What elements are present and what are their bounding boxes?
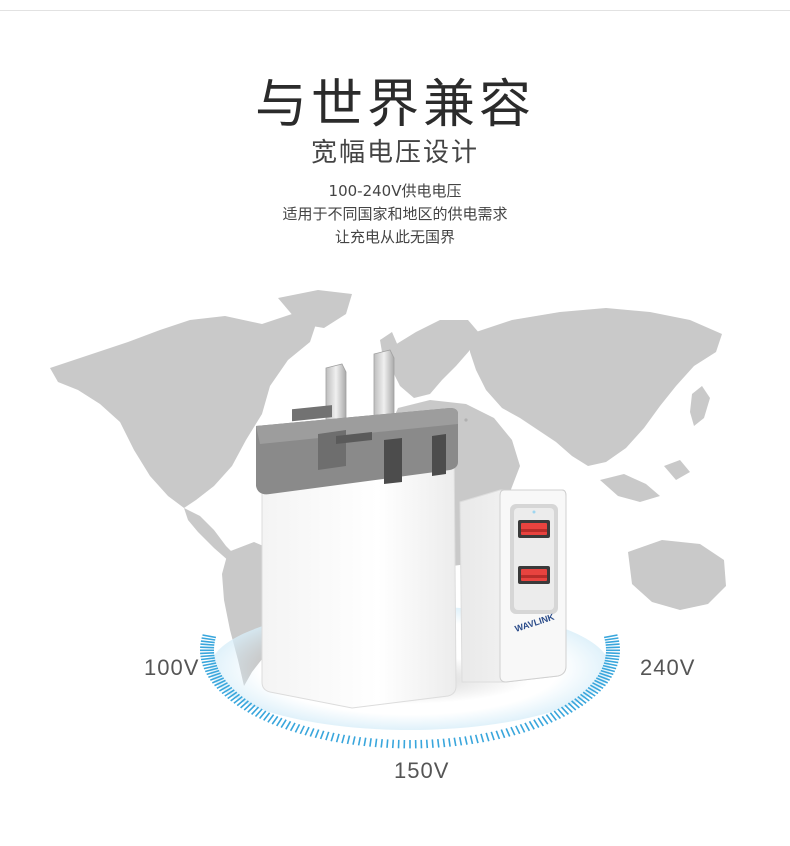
usb-port-1 bbox=[518, 520, 550, 538]
ring-tick bbox=[481, 734, 483, 742]
ring-tick bbox=[326, 732, 329, 740]
ring-tick bbox=[486, 733, 489, 741]
ring-tick bbox=[554, 711, 560, 719]
ring-tick bbox=[300, 726, 304, 734]
ring-tick bbox=[427, 740, 428, 748]
voltage-label-100v: 100V bbox=[144, 655, 199, 681]
ring-tick bbox=[465, 736, 467, 744]
ring-tick bbox=[200, 647, 214, 648]
ring-tick bbox=[359, 737, 361, 745]
ring-tick bbox=[476, 735, 478, 743]
ring-tick bbox=[370, 738, 371, 746]
ring-tick bbox=[387, 739, 388, 747]
ring-tick bbox=[264, 713, 270, 721]
ring-tick bbox=[310, 728, 314, 736]
ring-tick bbox=[203, 635, 216, 638]
ring-tick bbox=[606, 653, 620, 654]
ring-tick bbox=[525, 723, 529, 731]
ring-tick bbox=[530, 721, 535, 729]
pin-slot-icon bbox=[432, 434, 446, 476]
ring-tick bbox=[460, 737, 462, 745]
ring-tick bbox=[381, 739, 382, 747]
description-block: 100-240V供电电压 适用于不同国家和地区的供电需求 让充电从此无国界 bbox=[0, 180, 790, 249]
ring-tick bbox=[550, 713, 556, 721]
voltage-label-240v: 240V bbox=[640, 655, 695, 681]
ring-tick bbox=[260, 711, 266, 719]
ring-tick bbox=[491, 732, 494, 740]
ring-tick bbox=[605, 638, 619, 640]
ring-tick bbox=[443, 739, 444, 747]
voltage-label-150v: 150V bbox=[394, 758, 449, 784]
ring-tick bbox=[605, 641, 619, 643]
ring-tick bbox=[281, 720, 286, 728]
ring-tick bbox=[337, 734, 339, 742]
ring-tick bbox=[295, 724, 299, 732]
ring-tick bbox=[606, 644, 620, 645]
page-subtitle: 宽幅电压设计 bbox=[0, 132, 790, 169]
ring-tick bbox=[342, 735, 344, 743]
ring-tick bbox=[454, 738, 456, 746]
product-scene: WAVLINK 100V 240V 150V bbox=[0, 290, 790, 842]
ring-tick bbox=[305, 727, 309, 735]
ring-tick bbox=[291, 723, 295, 731]
ring-tick bbox=[506, 728, 510, 736]
ring-tick bbox=[286, 721, 291, 729]
ring-tick bbox=[268, 715, 274, 723]
description-line: 100-240V供电电压 bbox=[0, 180, 790, 203]
ring-tick bbox=[496, 731, 499, 739]
ring-tick bbox=[516, 726, 520, 734]
top-divider bbox=[0, 10, 790, 11]
ring-tick bbox=[348, 736, 350, 744]
status-led-icon bbox=[533, 511, 536, 514]
ring-tick bbox=[606, 647, 620, 648]
ring-tick bbox=[200, 653, 214, 654]
ring-tick bbox=[606, 655, 620, 656]
charger-side-view: WAVLINK bbox=[460, 490, 566, 682]
ring-tick bbox=[471, 736, 473, 744]
ring-tick bbox=[511, 727, 515, 735]
ring-tick bbox=[272, 716, 278, 724]
page-title: 与世界兼容 bbox=[0, 62, 790, 137]
ring-tick bbox=[331, 733, 334, 741]
ring-tick bbox=[534, 720, 539, 728]
ring-tick bbox=[277, 718, 282, 726]
ring-tick bbox=[438, 739, 439, 747]
usb-port-2 bbox=[518, 566, 550, 584]
ring-tick bbox=[201, 641, 215, 643]
pin-slot-icon bbox=[384, 438, 402, 484]
ring-tick bbox=[315, 730, 318, 738]
ring-tick bbox=[521, 724, 525, 732]
ring-tick bbox=[200, 644, 214, 645]
ring-tick bbox=[432, 739, 433, 747]
ring-tick bbox=[449, 738, 450, 746]
ring-tick bbox=[364, 738, 366, 746]
ring-tick bbox=[501, 730, 504, 738]
ring-tick bbox=[353, 736, 355, 744]
description-line: 适用于不同国家和地区的供电需求 bbox=[0, 203, 790, 226]
ring-tick bbox=[321, 731, 324, 739]
ring-tick bbox=[546, 715, 552, 723]
ring-tick bbox=[393, 740, 394, 748]
ring-tick bbox=[376, 739, 377, 747]
ring-tick bbox=[604, 635, 617, 638]
ring-tick bbox=[202, 638, 216, 640]
ring-tick bbox=[538, 718, 543, 726]
description-line: 让充电从此无国界 bbox=[0, 226, 790, 249]
ring-tick bbox=[201, 655, 215, 656]
ring-tick bbox=[542, 716, 548, 724]
